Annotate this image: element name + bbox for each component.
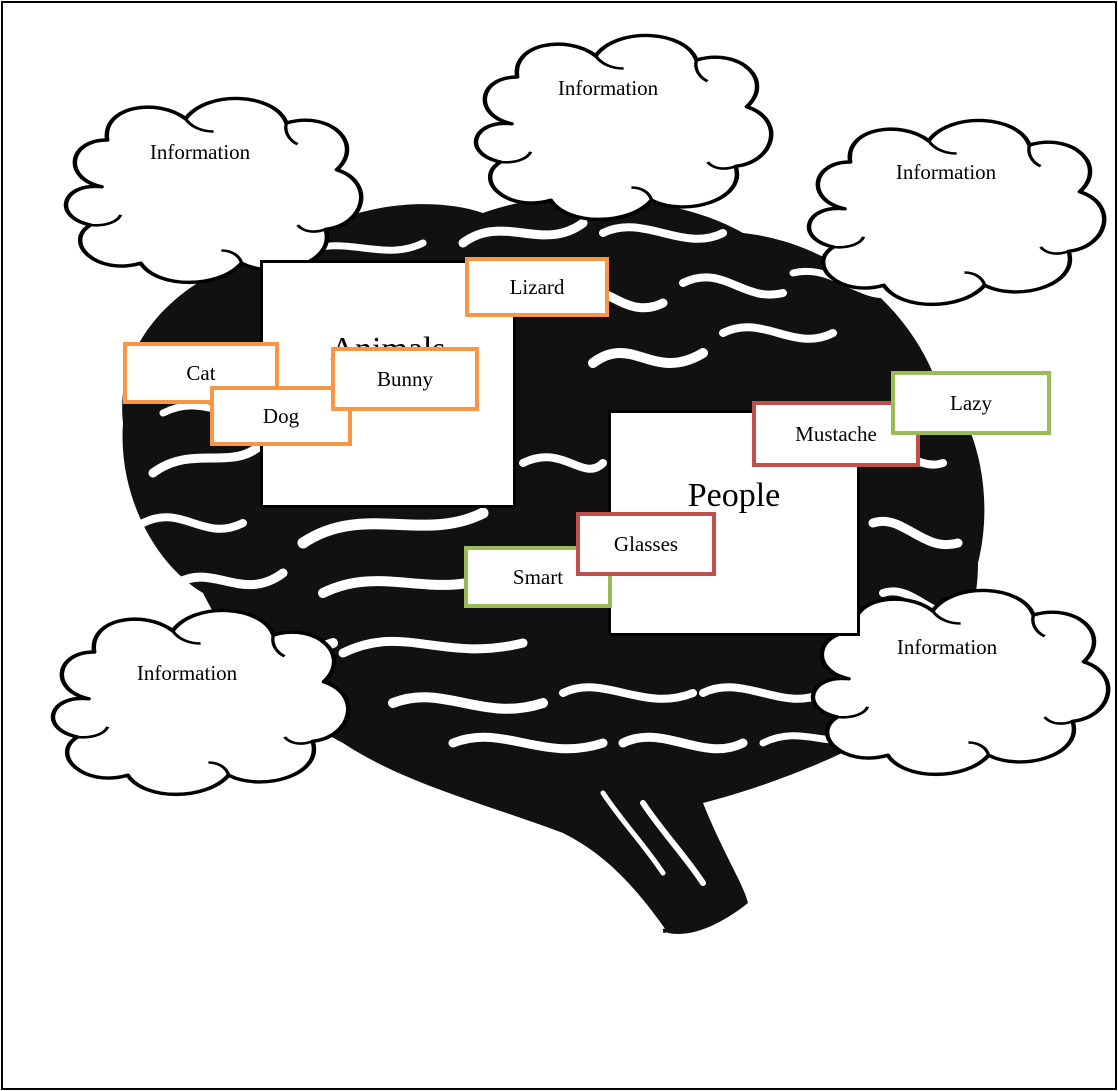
cloud-bottom-left-shape [53, 610, 348, 794]
cloud-top-left-shape [66, 98, 361, 282]
cloud-top-right-shape [809, 120, 1104, 304]
tag-lazy: Lazy [891, 371, 1051, 435]
cloud-bottom-right-label: Information [896, 635, 998, 659]
cloud-bottom-left-label: Information [136, 661, 238, 685]
cloud-top-left-label: Information [149, 140, 251, 164]
tag-bunny: Bunny [331, 347, 479, 411]
cloud-top-center-label: Information [557, 76, 659, 100]
tag-lizard: Lizard [465, 257, 609, 317]
people-schema-title: People [687, 477, 781, 514]
tag-dog: Dog [210, 386, 352, 446]
tag-glasses: Glasses [576, 512, 716, 576]
cloud-top-center-shape [476, 35, 771, 219]
cloud-top-right-label: Information [895, 160, 997, 184]
